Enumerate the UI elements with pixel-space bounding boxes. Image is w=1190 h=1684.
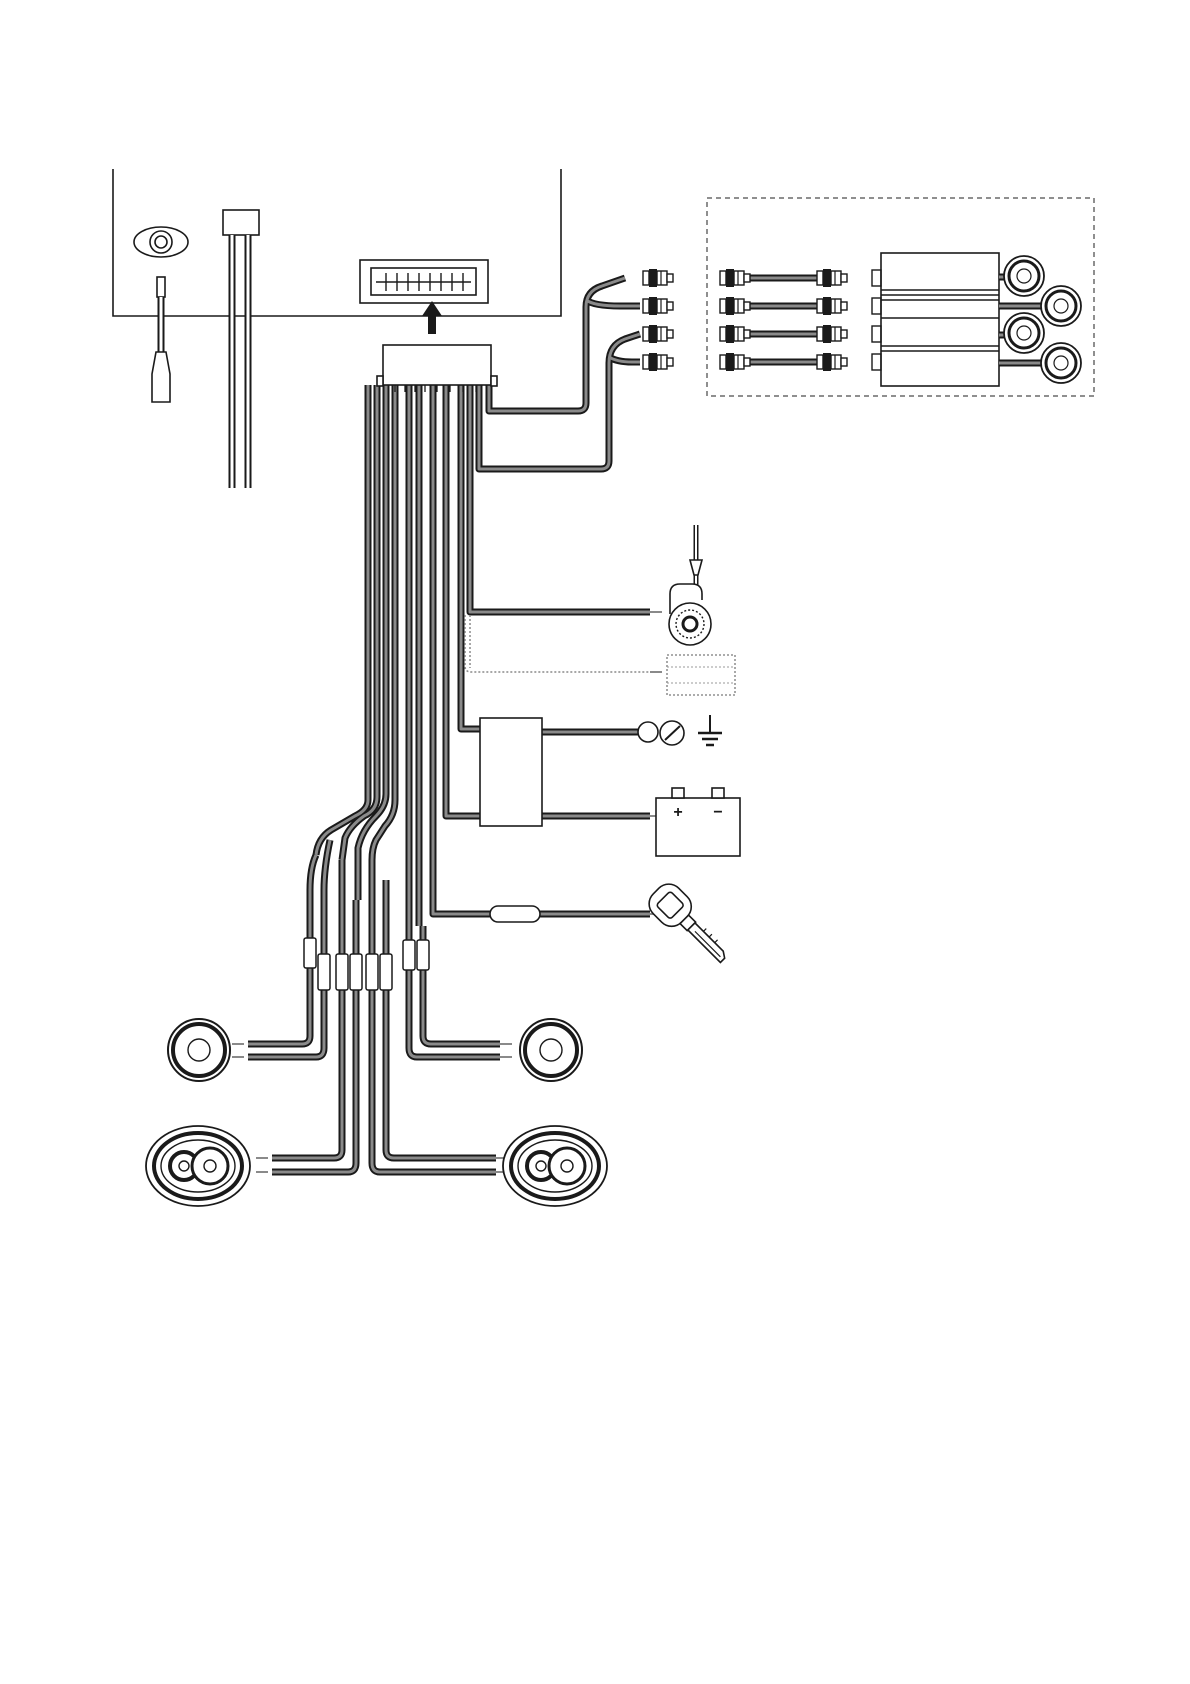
ground-icon xyxy=(698,715,722,745)
front-left-speaker xyxy=(168,1019,230,1081)
antenna-jack xyxy=(134,227,188,257)
amplifier-input-plugs xyxy=(720,269,847,371)
battery: + − xyxy=(656,788,740,856)
ignition-key-icon xyxy=(643,878,736,971)
rear-camera xyxy=(669,525,711,645)
front-right-speaker xyxy=(520,1019,582,1081)
rear-right-speaker xyxy=(503,1126,607,1206)
antenna-plug xyxy=(152,277,170,402)
inline-fuse xyxy=(490,906,540,922)
external-amplifier xyxy=(872,253,999,386)
fuse-holder xyxy=(223,210,259,488)
battery-plus-label: + xyxy=(673,804,682,821)
relay-box xyxy=(480,718,542,826)
rca-output-plugs xyxy=(643,269,673,371)
external-amplifier-group xyxy=(707,198,1094,396)
insert-arrow xyxy=(422,301,442,334)
wiring-harness-connector xyxy=(377,345,497,392)
rear-left-speaker xyxy=(146,1126,250,1206)
harness-socket xyxy=(360,260,488,303)
ground-terminal xyxy=(638,715,722,745)
optional-accessory xyxy=(667,655,735,695)
battery-minus-label: − xyxy=(713,804,722,821)
